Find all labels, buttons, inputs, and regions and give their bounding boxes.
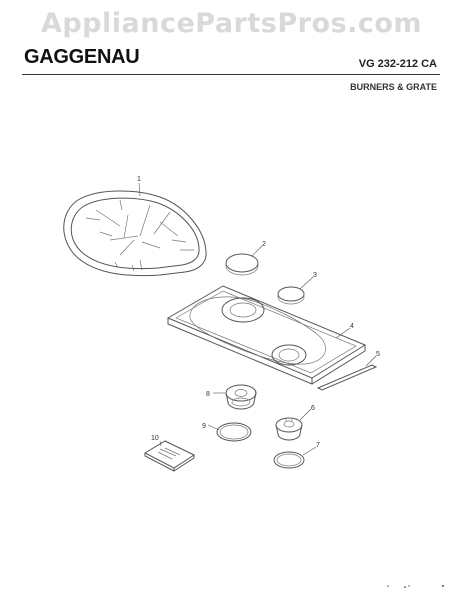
part-grate[interactable] xyxy=(63,190,207,277)
callout-5: 5 xyxy=(376,351,380,358)
header-divider xyxy=(22,74,440,75)
part-small-burner-head[interactable] xyxy=(275,417,303,441)
callout-8: 8 xyxy=(206,391,210,398)
callout-9: 9 xyxy=(202,423,206,430)
part-small-burner-cap[interactable] xyxy=(277,286,305,305)
callout-2: 2 xyxy=(262,241,266,248)
callout-1: 1 xyxy=(137,176,141,183)
part-panel-trim-strip[interactable] xyxy=(316,364,378,391)
part-large-burner-head[interactable] xyxy=(225,384,257,410)
part-cooktop-panel[interactable] xyxy=(166,285,367,385)
watermark-text: AppliancePartsPros.com xyxy=(40,8,423,39)
part-small-burner-seal-ring[interactable] xyxy=(273,451,305,469)
part-large-burner-cap[interactable] xyxy=(225,253,259,276)
callout-4: 4 xyxy=(350,323,354,330)
section-title: BURNERS & GRATE xyxy=(350,82,437,92)
callout-3: 3 xyxy=(313,272,317,279)
scan-artifacts xyxy=(387,585,444,588)
callout-6: 6 xyxy=(311,405,315,412)
part-large-burner-seal-ring[interactable] xyxy=(216,422,252,442)
model-number: VG 232-212 CA xyxy=(358,58,437,70)
callout-10: 10 xyxy=(151,435,159,442)
brand-logo: GAGGENAU xyxy=(24,46,140,68)
callout-7: 7 xyxy=(316,442,320,449)
part-instruction-booklet[interactable] xyxy=(143,440,196,472)
